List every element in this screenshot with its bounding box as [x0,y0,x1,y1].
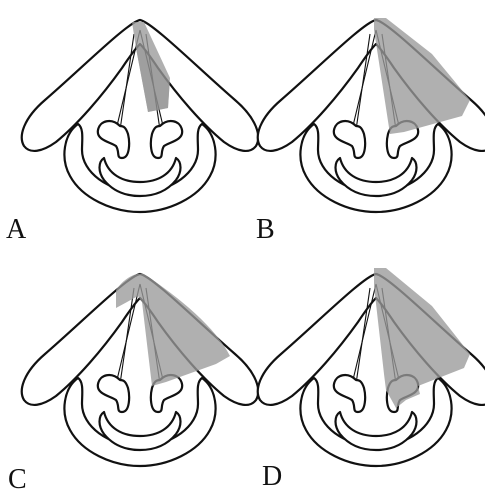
panel-label-b: B [256,214,275,245]
panel-label-c: C [8,464,27,493]
panel-label-a: A [6,214,27,245]
resection-shade-b [374,18,470,134]
panel-label-d: D [262,461,282,492]
panel-b [258,18,485,212]
panel-d [258,268,485,466]
panel-c [22,274,258,466]
panel-a [22,20,258,212]
